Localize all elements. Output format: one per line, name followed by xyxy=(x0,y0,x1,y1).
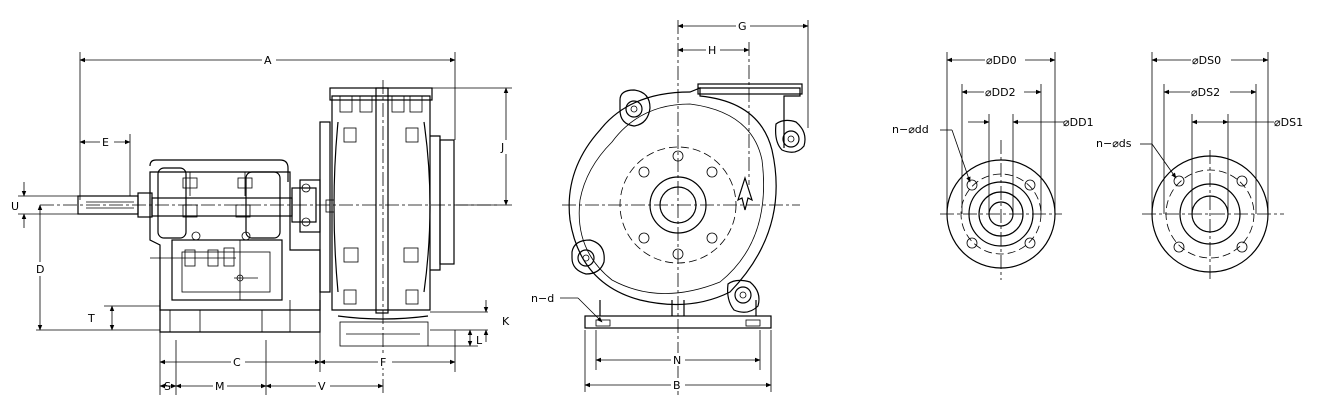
suction-flange-view: ⌀DS0 ⌀DS2 ⌀DS1 n−⌀ds xyxy=(1096,52,1303,280)
dim-label-K: K xyxy=(502,315,510,328)
dim-label-n-d: n−d xyxy=(531,292,554,305)
dim-label-J: J xyxy=(500,141,504,154)
dim-label-n-dd: n−⌀dd xyxy=(892,123,929,136)
dim-label-DS1: ⌀DS1 xyxy=(1274,116,1303,129)
discharge-flange-view: ⌀DD0 ⌀DD2 ⌀DD1 n−⌀dd xyxy=(892,52,1094,280)
dim-label-B: B xyxy=(673,379,681,392)
side-view: A E J U D T K L C F S M V xyxy=(11,52,512,395)
dim-label-DD0: ⌀DD0 xyxy=(986,54,1017,67)
front-dimension-labels: G H N B n−d xyxy=(531,19,750,392)
dim-label-A: A xyxy=(264,54,272,67)
dim-label-DS0: ⌀DS0 xyxy=(1192,54,1221,67)
dim-label-U: U xyxy=(11,200,19,213)
impeller-hub xyxy=(619,146,737,264)
dim-label-DD1: ⌀DD1 xyxy=(1063,116,1094,129)
dim-label-H: H xyxy=(708,44,716,57)
dim-label-D: D xyxy=(36,263,44,276)
dim-label-L: L xyxy=(476,334,483,347)
dim-label-V: V xyxy=(318,380,326,393)
dim-label-C: C xyxy=(233,356,241,369)
dim-label-n-ds: n−⌀ds xyxy=(1096,137,1132,150)
dim-label-DS2: ⌀DS2 xyxy=(1191,86,1220,99)
front-dimensions xyxy=(560,20,809,392)
bearing-assembly xyxy=(149,159,321,333)
dim-label-G: G xyxy=(738,20,747,33)
front-view: G H N B n−d xyxy=(531,19,809,395)
seal-housing xyxy=(291,121,335,293)
dim-label-DD2: ⌀DD2 xyxy=(985,86,1016,99)
dim-label-N: N xyxy=(673,354,681,367)
side-dimension-labels: A E J U D T K L C F S M V xyxy=(11,54,512,393)
dim-label-S: S xyxy=(164,380,171,393)
dim-label-T: T xyxy=(87,312,95,325)
dim-label-M: M xyxy=(215,380,225,393)
pump-casing xyxy=(329,87,455,347)
casing-lugs xyxy=(571,89,806,313)
front-base xyxy=(584,300,772,329)
dim-label-E: E xyxy=(102,136,109,149)
dim-label-F: F xyxy=(380,356,386,369)
side-dimensions xyxy=(18,52,512,395)
